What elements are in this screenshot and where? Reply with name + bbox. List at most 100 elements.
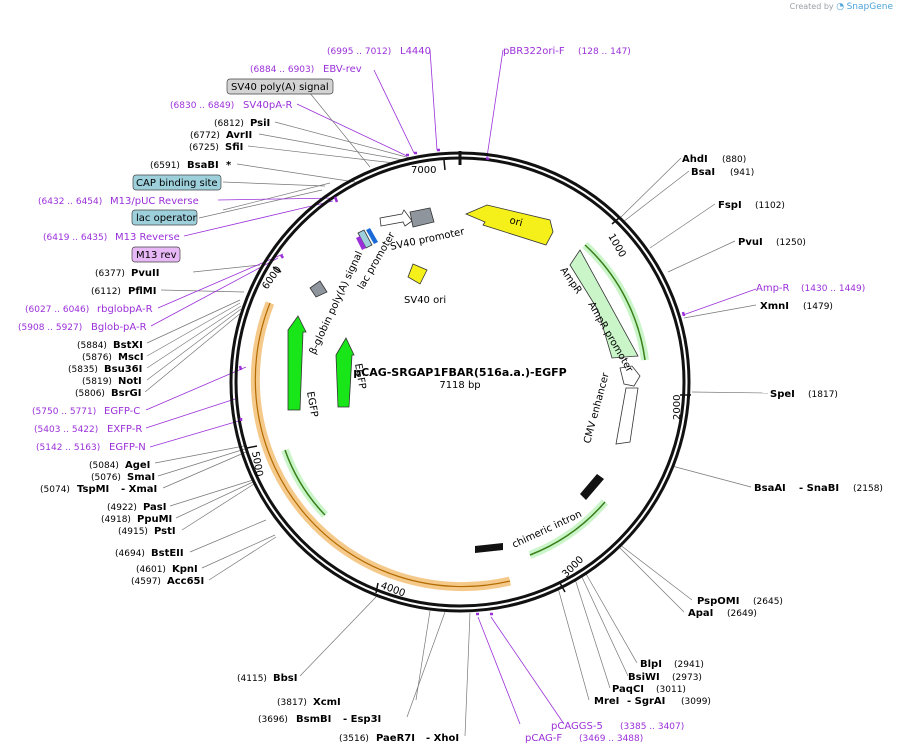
feature-ori[interactable]: ori: [464, 204, 554, 246]
box-cap-binding-site[interactable]: CAP binding site: [132, 174, 222, 191]
site-noti[interactable]: (5819)NotI: [82, 376, 142, 387]
primer-egfp-n[interactable]: (5142 .. 5163)EGFP-N: [36, 442, 146, 453]
site-pvuii[interactable]: (6377)PvuII: [95, 268, 159, 279]
primer-pbr322ori-f[interactable]: pBR322ori-F(128 .. 147): [503, 46, 631, 57]
site-bsabi[interactable]: (6591)BsaBI*: [150, 160, 232, 171]
site-xcmi-pos: (3817): [277, 698, 307, 708]
site-pvui-pos: (1250): [776, 238, 806, 248]
site-mrei[interactable]: MreI- SgrAI(3099): [594, 696, 711, 707]
site-apai[interactable]: ApaI(2649): [688, 608, 757, 619]
site-psti[interactable]: (4915)PstI: [118, 526, 176, 537]
site-bbsi-name: BbsI: [273, 673, 297, 684]
site-xmni[interactable]: XmnI(1479): [760, 301, 833, 312]
tick-7000: 7000: [411, 165, 436, 176]
site-psii[interactable]: (6812)PsiI: [214, 118, 270, 129]
site-bsabi-pos: (6591): [150, 161, 180, 171]
site-spei[interactable]: SpeI(1817): [770, 389, 838, 400]
primer-rbglobpa-r-name: rbglobpA-R: [97, 304, 153, 315]
site-bsmbi[interactable]: (3696)BsmBI- Esp3I: [258, 714, 381, 725]
site-pvui[interactable]: PvuI(1250): [738, 237, 806, 248]
primer-amp-r-name: Amp-R: [756, 283, 790, 294]
tick-6000: 6000: [260, 265, 284, 292]
site-bstxi-pos: (5884): [77, 341, 107, 351]
egfp-sub-arc: [281, 448, 328, 518]
site-bsabi-mid: *: [226, 160, 232, 171]
site-sfii-pos: (6725): [189, 143, 219, 153]
site-xcmi[interactable]: (3817) XcmI: [277, 697, 341, 708]
site-paer7i[interactable]: (3516)PaeR7I- XhoI: [339, 733, 459, 744]
site-bsaai[interactable]: BsaAI- SnaBI(2158): [754, 483, 883, 494]
primer-pcag-f[interactable]: pCAG-F(3469 .. 3488): [525, 733, 643, 744]
site-bsaai-name: BsaAI: [754, 483, 786, 494]
site-pspomi[interactable]: PspOMI (2645): [697, 596, 783, 607]
primer-m13puc-reverse[interactable]: (6432 .. 6454)M13/pUC Reverse: [38, 196, 199, 207]
credit-prefix: Created by: [789, 2, 834, 11]
site-bbsi[interactable]: (4115)BbsI: [237, 673, 297, 684]
primer-rbglobpa-r[interactable]: (6027 .. 6046) rbglobpA-R: [25, 304, 153, 315]
box-lac-operator[interactable]: lac operator: [131, 209, 197, 226]
site-psti-pos: (4915): [118, 527, 148, 537]
site-avrii[interactable]: (6772)AvrII: [190, 130, 252, 141]
primer-bglob-pa-r[interactable]: (5908 .. 5927)Bglob-pA-R: [18, 322, 147, 333]
site-blpi-name: BlpI: [640, 659, 662, 670]
site-pflmi[interactable]: (6112)PflMI: [91, 286, 156, 297]
site-bsai-name: BsaI: [691, 167, 715, 178]
feature-egfp-a[interactable]: EGFP: [287, 315, 319, 418]
site-bsai[interactable]: BsaI(941): [691, 167, 754, 178]
primer-pcaggs-5[interactable]: pCAGGS-5(3385 .. 3407): [551, 721, 684, 732]
site-pspomi-name: PspOMI: [697, 596, 739, 607]
site-tspmi[interactable]: (5074)TspMI- XmaI: [40, 484, 157, 495]
site-ppumi[interactable]: (4918)PpuMI: [101, 514, 172, 525]
plasmid-name: pCAG-SRGAP1FBAR(516a.a.)-EGFP: [353, 366, 567, 379]
site-ppumi-name: PpuMI: [137, 514, 172, 525]
primer-bglob-pa-r-name: Bglob-pA-R: [91, 322, 147, 333]
box-m13-rev[interactable]: M13 rev: [131, 246, 181, 263]
primer-m13-reverse[interactable]: (6419 .. 6435)M13 Reverse: [43, 232, 180, 243]
primer-pbr322ori-f-name: pBR322ori-F: [503, 46, 565, 57]
site-bsaai-pos: (2158): [853, 484, 883, 494]
feature-egfp-b[interactable]: EGFP: [335, 337, 367, 408]
feature-bglobin-polya[interactable]: β-globin poly(A) signal: [308, 250, 365, 357]
site-blpi[interactable]: BlpI (2941): [640, 659, 704, 670]
site-ahdi-pos: (880): [722, 155, 746, 165]
site-pasi[interactable]: (4922)PasI: [107, 502, 166, 513]
site-msci-name: MscI: [118, 352, 144, 363]
site-msci[interactable]: (5876)MscI: [82, 352, 144, 363]
site-bsmbi-pos: (3696): [258, 715, 288, 725]
site-fspi[interactable]: FspI(1102): [718, 200, 785, 211]
primer-rbglobpa-r-range: (6027 .. 6046): [25, 305, 89, 315]
site-sfii[interactable]: (6725)SfiI: [189, 142, 243, 153]
primer-egfp-c[interactable]: (5750 .. 5771)EGFP-C: [32, 406, 140, 417]
site-bsteii[interactable]: (4694)BstEII: [115, 548, 184, 559]
feature-chimeric-intron[interactable]: chimeric intron: [475, 474, 604, 553]
site-acc65i[interactable]: (4597)Acc65I: [131, 576, 204, 587]
box-cap-binding-site-text: CAP binding site: [136, 178, 218, 189]
site-kpni[interactable]: (4601)KpnI: [136, 564, 198, 575]
primer-ebv-rev[interactable]: (6884 .. 6903)EBV-rev: [250, 64, 362, 75]
feature-sv40-promoter[interactable]: SV40 promoter: [379, 207, 466, 253]
box-sv40-polya[interactable]: SV40 poly(A) signal: [226, 78, 334, 95]
site-paqci[interactable]: PaqCI(3011): [612, 684, 686, 695]
site-smai[interactable]: (5076)SmaI: [91, 472, 155, 483]
site-ahdi[interactable]: AhdI(880): [682, 154, 746, 165]
site-xcmi-name: XcmI: [313, 697, 341, 708]
site-pspomi-pos: (2645): [753, 597, 783, 607]
primer-sv40pa-r[interactable]: (6830 .. 6849)SV40pA-R: [170, 100, 292, 111]
site-agei[interactable]: (5084)AgeI: [89, 460, 150, 471]
primer-marks: [238, 148, 686, 616]
primer-amp-r[interactable]: Amp-R(1430 .. 1449): [756, 283, 865, 294]
primer-egfp-c-range: (5750 .. 5771): [32, 407, 96, 417]
site-psii-pos: (6812): [214, 119, 244, 129]
primer-ebv-rev-name: EBV-rev: [323, 64, 362, 75]
feature-sv40-ori[interactable]: SV40 ori: [404, 263, 446, 306]
primer-exfp-r[interactable]: (5403 .. 5422)EXFP-R: [34, 424, 142, 435]
site-bsu36i[interactable]: (5835)Bsu36I: [68, 364, 142, 375]
site-bsiwi[interactable]: BsiWI(2973): [628, 672, 702, 683]
primer-l4440-name: L4440: [400, 46, 431, 57]
site-blpi-pos: (2941): [674, 660, 704, 670]
site-bstxi[interactable]: (5884)BstXI: [77, 340, 143, 351]
site-bsmbi-name: BsmBI: [296, 714, 331, 725]
site-bsrgi[interactable]: (5806)BsrGI: [75, 388, 141, 399]
site-pasi-pos: (4922): [107, 503, 137, 513]
primer-l4440[interactable]: (6995 .. 7012)L4440: [327, 46, 431, 57]
